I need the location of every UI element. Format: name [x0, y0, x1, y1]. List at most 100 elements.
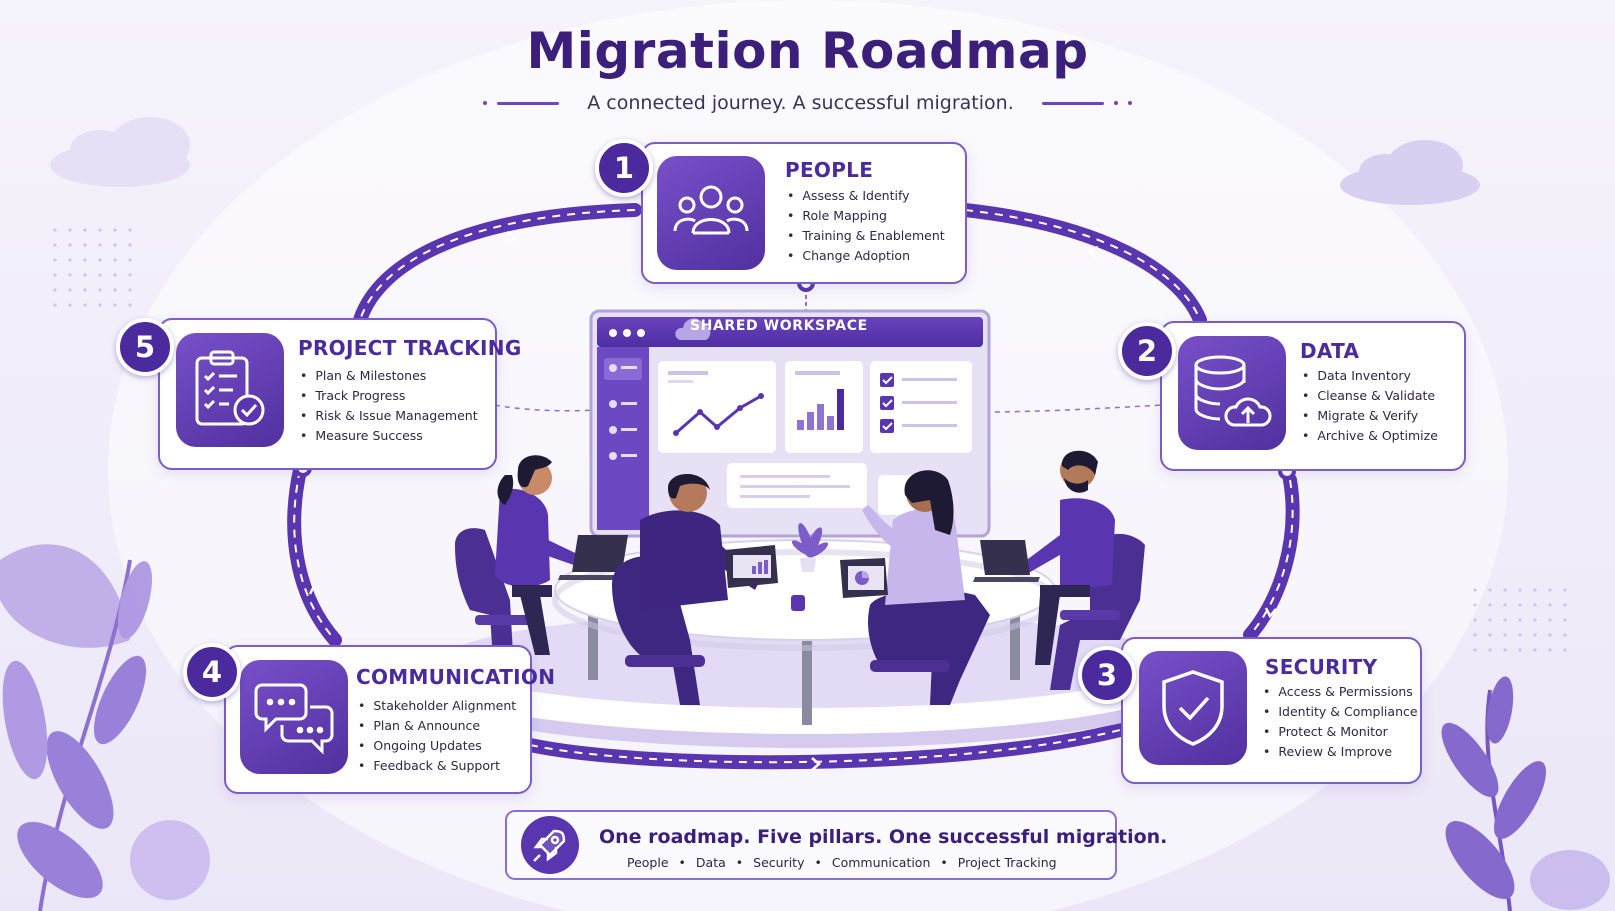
list-item: Review & Improve [1263, 742, 1418, 762]
footer-pillar: People [627, 855, 669, 870]
decor-dot [1518, 618, 1522, 622]
step-badge-4: 4 [183, 643, 241, 701]
footer-pillar-list: People Data Security Communication Proje… [627, 855, 1057, 870]
pillar-list-security: Access & Permissions Identity & Complian… [1263, 682, 1418, 762]
decor-dot [1473, 603, 1477, 607]
pillar-card-security: SECURITY Access & Permissions Identity &… [1121, 637, 1422, 784]
pillar-list-tracking: Plan & Milestones Track Progress Risk & … [300, 366, 478, 446]
dot-grid-right [1473, 588, 1567, 652]
pillar-list-people: Assess & Identify Role Mapping Training … [787, 186, 945, 266]
step-badge-5: 5 [116, 318, 174, 376]
subtitle-decoration-right [1041, 101, 1132, 105]
decor-dot [1503, 618, 1507, 622]
list-item: Plan & Announce [358, 716, 516, 736]
decor-dot [1548, 633, 1552, 637]
decor-dot [1533, 648, 1537, 652]
list-item: Data Inventory [1302, 366, 1438, 386]
decor-dot [1503, 588, 1507, 592]
separator-dot [940, 855, 947, 870]
decor-dot [1488, 648, 1492, 652]
people-group-icon [657, 156, 765, 270]
person-center-left [612, 474, 778, 705]
decor-dot [1563, 588, 1567, 592]
pillar-title-communication: COMMUNICATION [356, 665, 556, 689]
footer-pillar: Communication [831, 855, 931, 870]
pillar-list-communication: Stakeholder Alignment Plan & Announce On… [358, 696, 516, 776]
clipboard-checklist-icon [176, 333, 284, 447]
decor-dot [113, 228, 117, 232]
cloud-left [50, 117, 190, 187]
decor-dot [113, 258, 117, 262]
decor-dot [1548, 603, 1552, 607]
list-item: Identity & Compliance [1263, 702, 1417, 722]
separator-dot [736, 855, 743, 870]
person-center-right [840, 470, 990, 705]
pillar-card-tracking: PROJECT TRACKING Plan & Milestones Track… [158, 318, 521, 470]
decor-dot [113, 243, 117, 247]
database-cloud-upload-icon [1178, 336, 1286, 450]
separator-dot [814, 855, 821, 870]
decor-dot [128, 258, 132, 262]
person-right [973, 450, 1145, 690]
list-item: Role Mapping [787, 206, 945, 226]
pillar-title-tracking: PROJECT TRACKING [298, 336, 522, 360]
decor-dot [1548, 618, 1552, 622]
footer-pillar: Security [753, 855, 805, 870]
decor-dot [1488, 618, 1492, 622]
decor-dot [98, 273, 102, 277]
decor-dot [128, 228, 132, 232]
decor-dot [1518, 648, 1522, 652]
list-item: Feedback & Support [358, 756, 516, 776]
list-item: Change Adoption [787, 246, 945, 266]
decor-dot [68, 258, 72, 262]
decor-dot [128, 288, 132, 292]
dot-grid-left [53, 228, 132, 307]
cloud-right [1340, 140, 1480, 205]
decor-dot [53, 228, 57, 232]
separator-dot [679, 855, 686, 870]
decor-dot [128, 303, 132, 307]
footer-banner: One roadmap. Five pillars. One successfu… [505, 810, 1167, 880]
pillar-card-data: DATA Data Inventory Cleanse & Validate M… [1160, 321, 1466, 471]
decor-dot [1548, 648, 1552, 652]
decor-dot [83, 303, 87, 307]
list-item: Measure Success [300, 426, 478, 446]
decor-dot [68, 303, 72, 307]
direction-arrows [308, 231, 1277, 771]
decor-dot [113, 288, 117, 292]
decor-dot [98, 258, 102, 262]
page-title: Migration Roadmap [526, 22, 1089, 80]
decor-dot [98, 288, 102, 292]
list-item: Assess & Identify [787, 186, 945, 206]
decor-dot [128, 243, 132, 247]
footer-headline: One roadmap. Five pillars. One successfu… [599, 826, 1168, 848]
step-badge-1: 1 [595, 139, 653, 197]
decor-dot [1533, 618, 1537, 622]
decor-dot [1503, 633, 1507, 637]
decor-dot [1563, 633, 1567, 637]
decor-dot [68, 273, 72, 277]
decor-dot [1563, 603, 1567, 607]
pillar-list-data: Data Inventory Cleanse & Validate Migrat… [1302, 366, 1438, 446]
leaves-left [0, 544, 210, 911]
decor-dot [68, 288, 72, 292]
list-item: Track Progress [300, 386, 478, 406]
decor-dot [68, 243, 72, 247]
decor-dot [83, 288, 87, 292]
list-item: Plan & Milestones [300, 366, 478, 386]
decor-dot [1518, 588, 1522, 592]
workspace-label: SHARED WORKSPACE [690, 318, 868, 334]
subtitle-decoration-left [483, 101, 560, 105]
pillar-title-people: PEOPLE [785, 158, 874, 182]
decor-dot [83, 273, 87, 277]
decor-dot [1488, 588, 1492, 592]
pillar-title-data: DATA [1300, 339, 1360, 363]
subtitle-row: A connected journey. A successful migrat… [0, 88, 1615, 118]
decor-dot [1473, 588, 1477, 592]
pillar-card-people: PEOPLE Assess & Identify Role Mapping Tr… [641, 142, 967, 284]
pillar-title-security: SECURITY [1265, 655, 1378, 679]
footer-pillar: Project Tracking [957, 855, 1057, 870]
list-item: Access & Permissions [1263, 682, 1418, 702]
decor-dot [1473, 648, 1477, 652]
decor-dot [1488, 633, 1492, 637]
